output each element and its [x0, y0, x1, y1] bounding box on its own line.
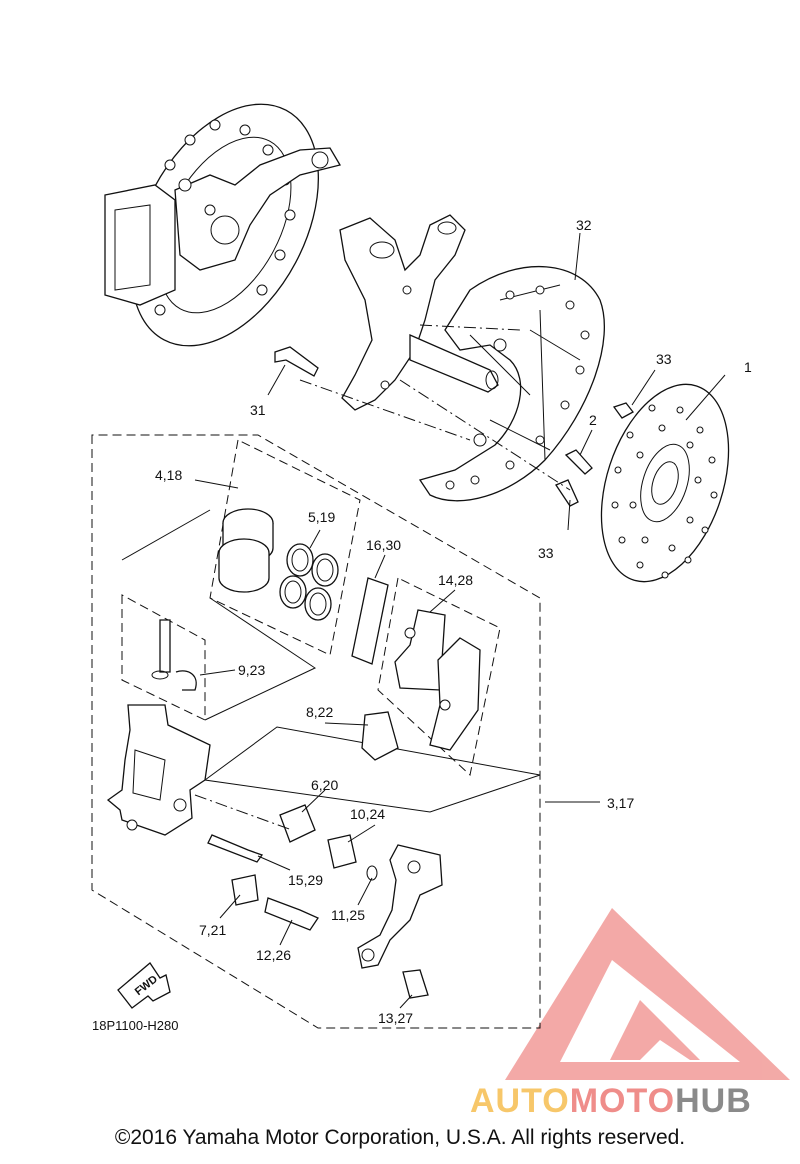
callout-8-22: 8,22 [306, 704, 333, 720]
callout-6-20: 6,20 [311, 777, 338, 793]
callout-9-23: 9,23 [238, 662, 265, 678]
disc-cover-illustration [418, 265, 605, 502]
callout-13-27: 13,27 [378, 1010, 413, 1026]
callout-2: 2 [589, 412, 597, 428]
callout-32: 32 [576, 217, 592, 233]
watermark-logo [505, 908, 790, 1080]
watermark-moto: MOTO [569, 1082, 676, 1120]
callout-labels: 1 2 31 32 33 33 4,18 5,19 16,30 14,28 9,… [92, 217, 752, 1033]
pad-spring-illustration [361, 711, 399, 761]
seals-illustration [279, 543, 339, 621]
drawing-code: 18P1100-H280 [92, 1018, 179, 1033]
bolts-illustration [274, 346, 634, 507]
brake-pads-illustration [394, 609, 481, 751]
callout-33-top: 33 [656, 351, 672, 367]
callout-1: 1 [744, 359, 752, 375]
steering-knuckle-illustration [339, 214, 499, 411]
callout-4-18: 4,18 [155, 467, 182, 483]
callout-14-28: 14,28 [438, 572, 473, 588]
caliper-hardware-illustration [207, 804, 429, 999]
caliper-assembly-outline [91, 434, 541, 1029]
callout-12-26: 12,26 [256, 947, 291, 963]
watermark-wordmark: AUTOMOTOHUB [470, 1082, 795, 1122]
forward-direction-icon: FWD [117, 962, 171, 1009]
callout-15-29: 15,29 [288, 872, 323, 888]
callout-33-bottom: 33 [538, 545, 554, 561]
callout-10-24: 10,24 [350, 806, 385, 822]
callout-11-25: 11,25 [331, 907, 365, 923]
callout-31: 31 [250, 402, 266, 418]
callout-3-17: 3,17 [607, 795, 634, 811]
callout-16-30: 16,30 [366, 537, 401, 553]
bleed-screw-illustration [151, 619, 197, 691]
watermark-auto: AUTO [470, 1082, 570, 1120]
callout-7-21: 7,21 [199, 922, 226, 938]
pad-support-illustration [351, 577, 389, 665]
copyright-footer: ©2016 Yamaha Motor Corporation, U.S.A. A… [114, 1126, 686, 1149]
brake-disc-illustration [600, 383, 730, 583]
leader-lines [194, 232, 726, 1009]
caliper-bracket-illustration [357, 844, 443, 969]
watermark-hub: HUB [675, 1082, 752, 1120]
caliper-body-illustration [106, 704, 211, 836]
callout-5-19: 5,19 [308, 509, 335, 525]
pistons-illustration [218, 508, 274, 593]
assembled-view-illustration [104, 103, 342, 347]
